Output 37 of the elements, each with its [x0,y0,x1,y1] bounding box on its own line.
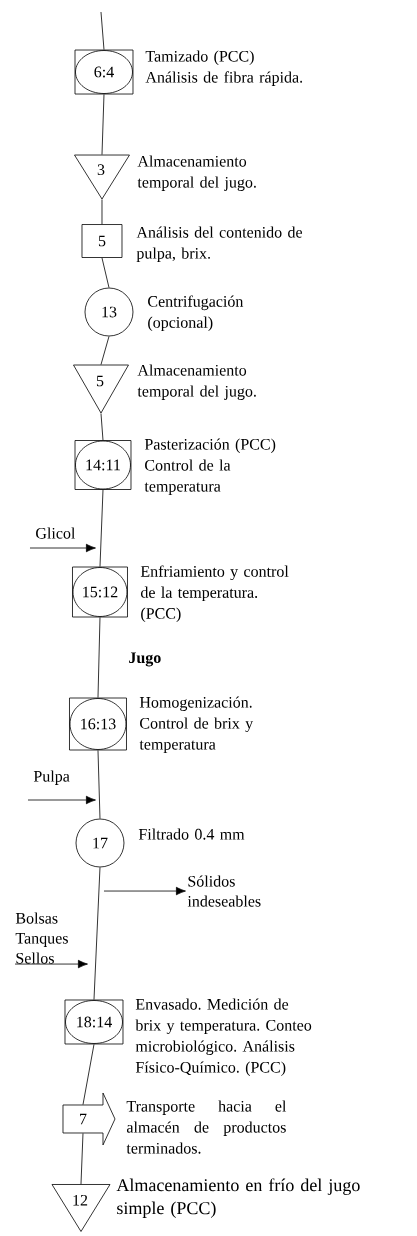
step-description: Centrifugación (opcional) [148,295,244,332]
flow-line [100,336,110,365]
storage-triangle: 5 [73,364,129,414]
flow-line [101,257,110,288]
step-description: Tamizado (PCC) Análisis de fibra rápida. [145,50,303,86]
step-description: Análisis del contenido de pulpa, brix. [136,226,302,262]
arrow [27,795,96,805]
arrow [103,886,186,896]
step-description: Almacenamiento en frío del jugo simple (PCC) [116,1178,360,1218]
step-description: Pasterización (PCC) Control de la temperatura [144,438,276,495]
storage-triangle: 12 [51,1184,111,1232]
flow-line [99,489,104,567]
step-description: Transporte hacia el almacén de productos terminados. [126,1100,287,1154]
arrow [14,959,88,969]
arrow [29,543,96,553]
input-label: Glicol [36,527,76,539]
step-description: Homogenización. Control de brix y temperatura [139,696,254,753]
stream-label: Jugo [129,652,161,667]
inspection-square: 5 [81,224,123,258]
flow-line [97,617,101,698]
step-description: Enfriamiento y control de la temperatura. (PCC) [140,565,289,623]
flow-line [80,1133,84,1185]
flow-line [97,750,101,819]
step-description: Almacenamiento temporal del jugo. [137,364,256,400]
flow-line [82,1044,95,1105]
step-description: Almacenamiento temporal del jugo. [137,155,256,191]
flow-line [93,867,101,1000]
input-label: Bolsas Tanques Sellos [15,912,68,964]
step-description: Envasado. Medición de brix y temperatura. Conteo microbiológico. Análisis Físico-Químico. (PCC) [135,998,312,1076]
storage-triangle: 3 [74,154,130,200]
flow-line [100,413,104,441]
flow-line [100,11,105,50]
input-label: Sólidos indeseables [187,875,261,907]
input-label: Pulpa [33,770,70,785]
step-description: Filtrado 0.4 mm [138,828,245,840]
flow-line [101,199,103,225]
flow-line [101,94,105,155]
